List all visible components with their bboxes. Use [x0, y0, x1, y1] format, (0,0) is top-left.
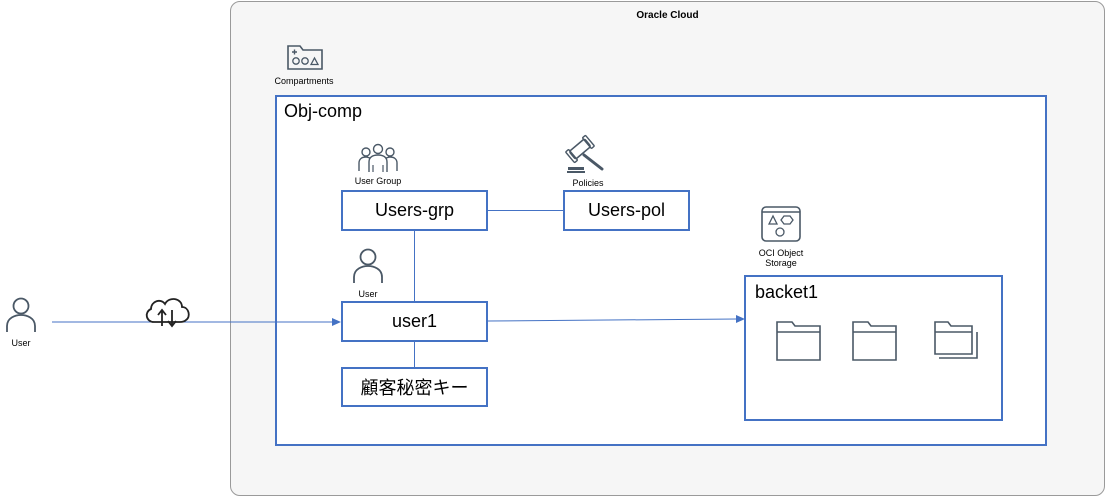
- user1-box: user1: [341, 301, 488, 342]
- user-bucket-arrow: [486, 318, 738, 322]
- cloud-transfer-icon: [142, 294, 192, 328]
- users-pol-box: Users-pol: [563, 190, 690, 231]
- external-user-icon: [5, 296, 37, 334]
- user-icon-label: User: [358, 289, 378, 299]
- compartments-label: Compartments: [274, 76, 334, 86]
- group-policy-connector: [487, 210, 563, 211]
- object-storage-label: OCI Object Storage: [741, 248, 821, 268]
- external-user-label: User: [11, 338, 31, 348]
- users-grp-box: Users-grp: [341, 190, 488, 231]
- folders-stack-icon: [934, 320, 980, 362]
- user-key-connector: [414, 342, 415, 367]
- folder-icon: [776, 320, 822, 362]
- object-storage-icon: [761, 206, 801, 242]
- user-group-label: User Group: [354, 176, 402, 186]
- user-group-icon: [357, 143, 399, 173]
- secret-key-box: 顧客秘密キー: [341, 367, 488, 407]
- policies-label: Policies: [572, 178, 604, 188]
- compartments-icon: [286, 43, 324, 71]
- bucket-title: backet1: [755, 282, 819, 302]
- object-storage-label-line2: Storage: [765, 258, 797, 268]
- folder-icon: [852, 320, 898, 362]
- compartment-title: Obj-comp: [284, 101, 363, 121]
- object-storage-label-line1: OCI Object: [758, 248, 804, 258]
- group-user-connector: [414, 231, 415, 301]
- bucket-backet1: [744, 275, 1003, 421]
- oracle-cloud-title: Oracle Cloud: [636, 10, 699, 21]
- gavel-icon: [565, 134, 606, 175]
- user-icon: [352, 247, 384, 285]
